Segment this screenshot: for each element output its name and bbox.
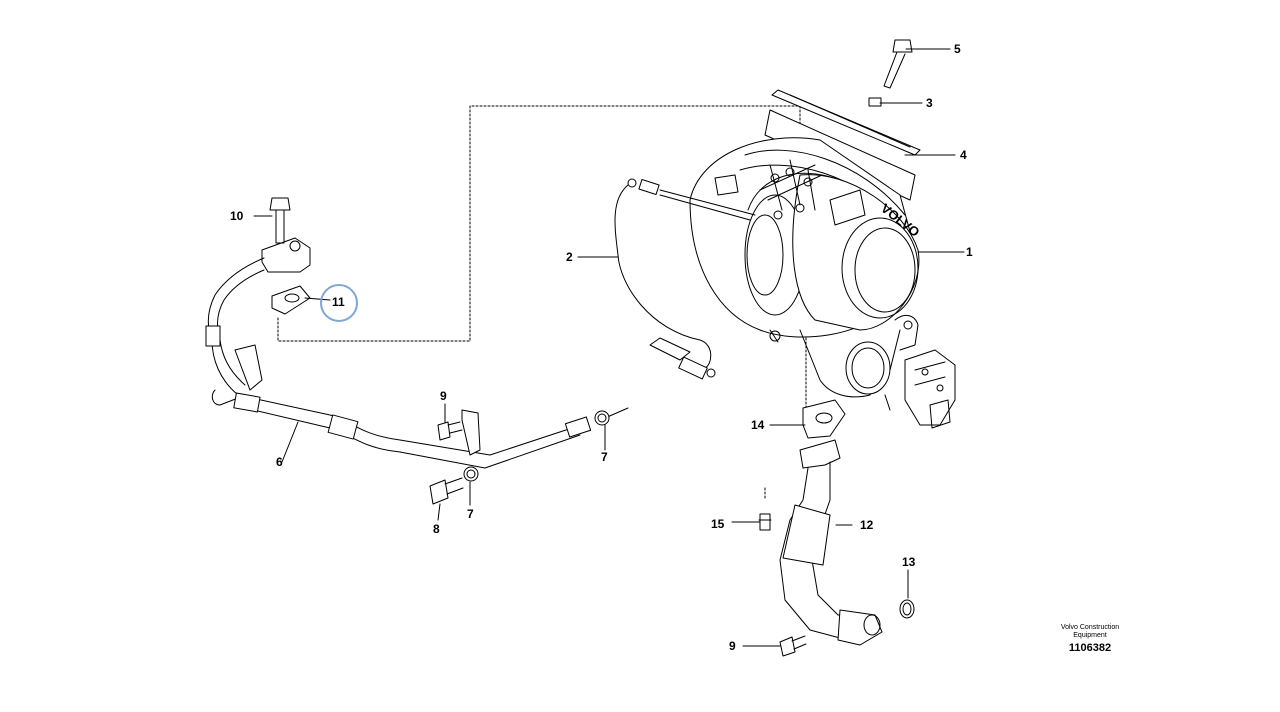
callout-8[interactable]: 8: [433, 522, 440, 536]
callout-2[interactable]: 2: [566, 250, 573, 264]
callout-6[interactable]: 6: [276, 455, 283, 469]
callout-12[interactable]: 12: [860, 518, 874, 532]
callout-3[interactable]: 3: [926, 96, 933, 110]
oil-feed-pipe: [205, 237, 629, 469]
callout-11[interactable]: 11: [332, 295, 345, 309]
callout-13[interactable]: 13: [902, 555, 916, 569]
document-number: 1106382: [1068, 642, 1112, 654]
sensor-cable: [614, 178, 756, 380]
turbocharger-body: [689, 109, 956, 429]
highlight-circle-callout-11: [320, 284, 358, 322]
callout-1[interactable]: 1: [966, 245, 973, 259]
callout-7-right[interactable]: 7: [601, 450, 608, 464]
callout-14[interactable]: 14: [751, 418, 765, 432]
feed-pipe-bolt: [269, 197, 291, 244]
callout-leader-lines: [253, 48, 965, 647]
callout-10[interactable]: 10: [230, 209, 244, 223]
callout-9-feed-pipe[interactable]: 9: [440, 389, 447, 403]
feed-pipe-hardware: [429, 410, 610, 505]
callout-5[interactable]: 5: [954, 42, 961, 56]
dashed-reference-lines: [277, 105, 807, 501]
callout-15[interactable]: 15: [711, 517, 725, 531]
feed-pipe-gasket: [271, 285, 311, 315]
callout-4[interactable]: 4: [960, 148, 967, 162]
brand-label: Volvo Construction Equipment: [1060, 624, 1120, 639]
callout-7-left[interactable]: 7: [467, 507, 474, 521]
drain-pipe-hardware: [758, 513, 915, 657]
oil-drain-pipe: [779, 399, 883, 646]
callout-9-drain-pipe[interactable]: 9: [729, 639, 736, 653]
